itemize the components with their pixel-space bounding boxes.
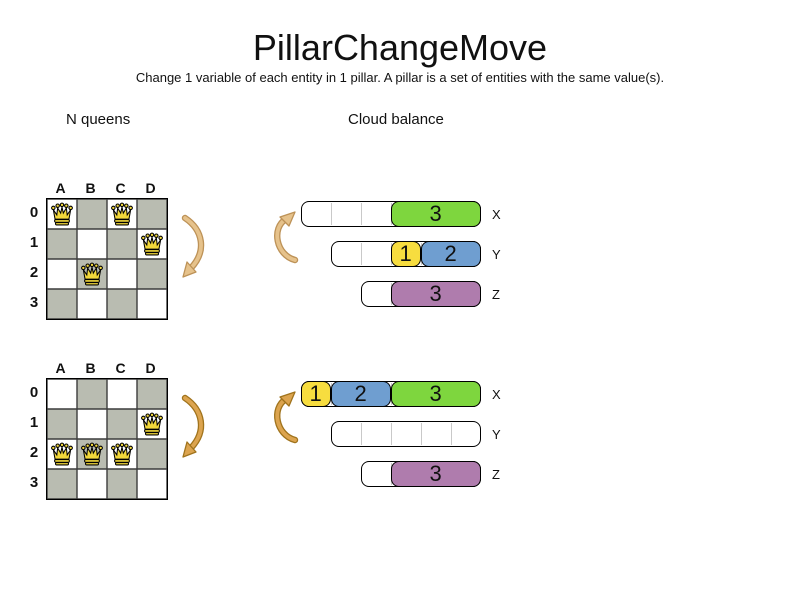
capacity-divider: [360, 423, 362, 445]
board-cell-C2: [107, 439, 137, 469]
section-label-cloud-balance: Cloud balance: [348, 111, 444, 128]
row-label: 2: [29, 264, 39, 281]
board-cell-A2: [47, 439, 77, 469]
capacity-divider: [360, 203, 362, 225]
nqueens-board-after: A B C D 0 1 2 3: [24, 360, 174, 505]
column-header: D: [145, 360, 157, 376]
computer-label: Y: [492, 427, 501, 442]
section-label-nqueens: N queens: [66, 111, 131, 128]
capacity-divider: [360, 243, 362, 265]
board-cell-B0: [77, 379, 107, 409]
computer-label: X: [492, 387, 501, 402]
queen-icon: [81, 442, 103, 466]
row-label: 0: [29, 384, 39, 401]
capacity-divider: [390, 423, 392, 445]
board-cell-A3: [47, 469, 77, 499]
computer-label: X: [492, 207, 501, 222]
process-segment: 3: [390, 380, 481, 408]
board-cell-B1: [77, 229, 107, 259]
process-segment: 3: [390, 280, 481, 308]
board-cell-A1: [47, 229, 77, 259]
move-arrow-icon-cloud-before: [274, 211, 299, 264]
capacity-divider: [420, 423, 422, 445]
queen-icon: [51, 442, 73, 466]
queen-icon: [81, 262, 103, 286]
capacity-divider: [450, 423, 452, 445]
row-label: 3: [29, 474, 39, 491]
board-cell-A0: [47, 199, 77, 229]
board-grid: [46, 198, 168, 320]
board-cell-D2: [137, 439, 167, 469]
board-cell-A3: [47, 289, 77, 319]
board-cell-D1: [137, 229, 167, 259]
computer-label: Z: [492, 287, 500, 302]
board-grid: [46, 378, 168, 500]
board-cell-C0: [107, 379, 137, 409]
capacity-divider: [330, 203, 332, 225]
queen-icon: [111, 202, 133, 226]
row-label: 2: [29, 444, 39, 461]
computer-bar-x-before: 3: [301, 200, 481, 228]
board-cell-A0: [47, 379, 77, 409]
process-segment: 1: [300, 380, 331, 408]
board-cell-D0: [137, 379, 167, 409]
board-cell-D2: [137, 259, 167, 289]
board-cell-D3: [137, 469, 167, 499]
board-cell-D0: [137, 199, 167, 229]
computer-label: Z: [492, 467, 500, 482]
board-cell-C1: [107, 409, 137, 439]
move-arrow-icon-cloud-after: [274, 391, 299, 444]
process-segment: 3: [390, 200, 481, 228]
board-cell-A1: [47, 409, 77, 439]
row-label: 1: [29, 234, 39, 251]
column-header: A: [55, 360, 67, 376]
row-label: 0: [29, 204, 39, 221]
process-segment: 2: [330, 380, 391, 408]
page-title: PillarChangeMove: [252, 27, 548, 68]
board-cell-B3: [77, 289, 107, 319]
board-cell-D3: [137, 289, 167, 319]
process-segment: 1: [390, 240, 421, 268]
move-arrow-icon-nqueens-after: [181, 394, 205, 458]
board-cell-C0: [107, 199, 137, 229]
board-cell-C2: [107, 259, 137, 289]
queen-icon: [141, 232, 163, 256]
board-cell-B1: [77, 409, 107, 439]
page-subtitle: Change 1 variable of each entity in 1 pi…: [135, 70, 665, 85]
column-header: C: [115, 360, 127, 376]
column-header: B: [85, 180, 97, 196]
board-cell-B2: [77, 259, 107, 289]
board-cell-B3: [77, 469, 107, 499]
column-header: B: [85, 360, 97, 376]
process-segment: 2: [420, 240, 481, 268]
row-label: 1: [29, 414, 39, 431]
computer-label: Y: [492, 247, 501, 262]
queen-icon: [51, 202, 73, 226]
computer-bar-z-before: 3: [361, 280, 481, 308]
board-cell-C3: [107, 469, 137, 499]
process-segment: 3: [390, 460, 481, 488]
board-cell-D1: [137, 409, 167, 439]
board-cell-C3: [107, 289, 137, 319]
column-header: C: [115, 180, 127, 196]
nqueens-board-before: A B C D 0 1 2 3: [24, 180, 174, 325]
computer-bar-z-after: 3: [361, 460, 481, 488]
board-cell-B0: [77, 199, 107, 229]
column-header: A: [55, 180, 67, 196]
computer-bar-y-after: [331, 421, 481, 447]
row-label: 3: [29, 294, 39, 311]
queen-icon: [141, 412, 163, 436]
board-cell-A2: [47, 259, 77, 289]
queen-icon: [111, 442, 133, 466]
move-arrow-icon-nqueens-before: [181, 214, 205, 278]
board-cell-B2: [77, 439, 107, 469]
board-cell-C1: [107, 229, 137, 259]
column-header: D: [145, 180, 157, 196]
